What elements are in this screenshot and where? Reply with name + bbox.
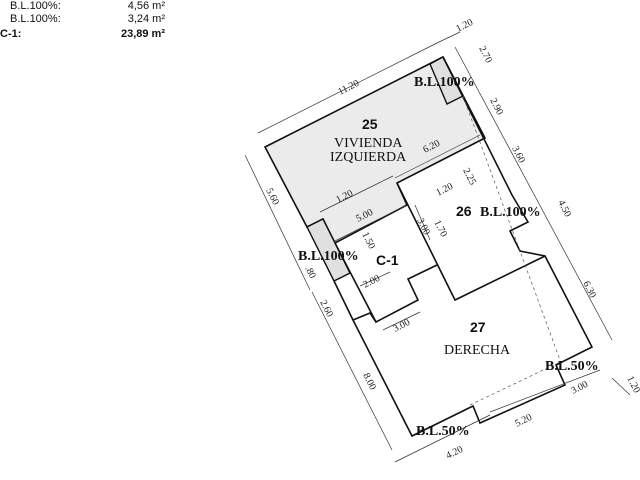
dim-200: 2.00 — [361, 273, 382, 291]
legend-total-label: C-1: — [0, 28, 22, 40]
dimension-lines — [244, 31, 631, 463]
legend-total: C-1: 23,89 m² — [0, 28, 165, 41]
axis-line — [462, 95, 561, 361]
dim-r5: 6.30 — [580, 279, 598, 300]
dim-b2: 5.20 — [513, 412, 534, 430]
bl-label: B.L.100% — [414, 75, 475, 90]
unit-25-number: 25 — [362, 116, 378, 132]
unit-26-number: 26 — [456, 203, 472, 219]
bl-label: B.L.100% — [298, 249, 359, 264]
bl-label: B.L.50% — [416, 424, 470, 439]
legend-label: B.L.100%: — [10, 13, 61, 25]
dim-r2: 2.90 — [487, 96, 505, 117]
dim-150: 1.50 — [359, 230, 377, 251]
dim-l4: 8.00 — [360, 371, 378, 392]
dim-300a: 3.00 — [414, 216, 432, 237]
dim-120b: 1.20 — [434, 181, 455, 199]
dim-top-right: 1.20 — [454, 17, 475, 35]
legend-row: B.L.100%: 4,56 m² — [0, 0, 165, 13]
dim-r3: 3.60 — [509, 144, 527, 165]
legend-row: B.L.100%: 3,24 m² — [0, 13, 165, 26]
unit-25-name-line2: IZQUIERDA — [330, 150, 407, 165]
dim-l2: .80 — [302, 264, 317, 280]
dim-l1: 5.60 — [263, 186, 281, 207]
bl-label: B.L.50% — [545, 359, 599, 374]
dim-170: 1.70 — [431, 218, 449, 239]
bl-label: B.L.100% — [480, 205, 541, 220]
dim-b3: 4.20 — [444, 444, 465, 462]
dim-225: 2.25 — [460, 166, 478, 187]
unit-27-name: DERECHA — [444, 343, 511, 358]
dim-r1: 2.70 — [476, 44, 494, 65]
unit-26-wall — [396, 182, 546, 302]
c1-label: C-1 — [376, 252, 399, 268]
dim-b1: 3.00 — [569, 379, 590, 397]
left-wall — [333, 280, 354, 321]
unit-27-number: 27 — [470, 319, 486, 335]
legend-value: 4,56 m² — [127, 0, 165, 12]
axis-line — [469, 361, 561, 406]
dim-top: 11.20 — [336, 78, 361, 98]
unit-25-name-line1: VIVIENDA — [334, 136, 403, 151]
area-legend: B.L.100%: 4,56 m² B.L.100%: 3,24 m² C-1:… — [0, 0, 165, 41]
dim-l3: 2.60 — [317, 298, 335, 319]
dim-r4: 4.50 — [555, 198, 573, 219]
legend-total-value: 23,89 m² — [120, 28, 165, 40]
legend-value: 3,24 m² — [127, 13, 165, 25]
outer-right-wall — [351, 56, 594, 438]
legend-label: B.L.100%: — [10, 0, 61, 12]
dim-300b: 3.00 — [391, 317, 412, 335]
c1-wall — [334, 242, 438, 324]
